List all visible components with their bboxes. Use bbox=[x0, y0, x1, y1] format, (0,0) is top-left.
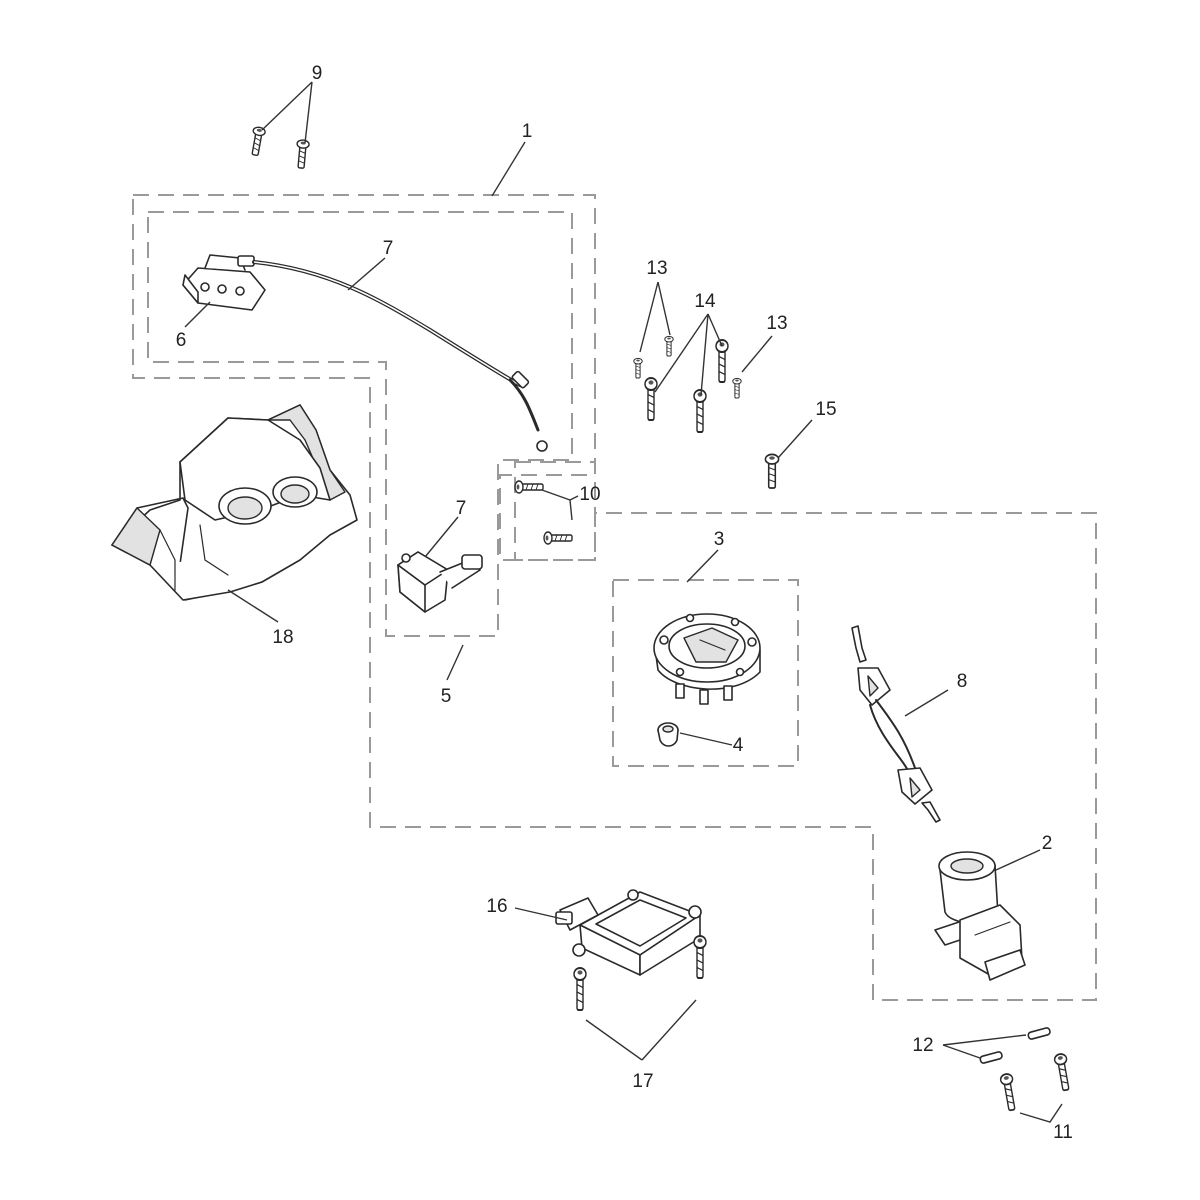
callout-15: 15 bbox=[815, 399, 836, 420]
callout-12: 12 bbox=[912, 1035, 933, 1056]
callout-16: 16 bbox=[486, 896, 507, 917]
callout-14: 14 bbox=[694, 291, 716, 312]
callout-7-actuator: 7 bbox=[456, 498, 467, 519]
callout-10: 10 bbox=[579, 484, 600, 505]
part-16-control-module bbox=[555, 889, 702, 976]
callout-7-cable: 7 bbox=[383, 238, 394, 259]
callout-11: 11 bbox=[1053, 1122, 1073, 1143]
leader-lines bbox=[184, 81, 1063, 1123]
part-8-keys bbox=[851, 625, 941, 823]
part-2-ignition-lock bbox=[934, 851, 1026, 981]
callout-4: 4 bbox=[733, 735, 744, 756]
part-18-cover bbox=[111, 404, 358, 601]
callout-6: 6 bbox=[176, 330, 187, 351]
callout-labels: 1 2 3 4 5 6 7 7 8 9 10 11 12 13 13 14 15… bbox=[176, 63, 1073, 1143]
group-10-outline bbox=[514, 461, 596, 561]
part-11-bolts bbox=[998, 1052, 1073, 1112]
part-6-latch-bracket bbox=[182, 254, 266, 311]
assembly-1-outline bbox=[132, 194, 1097, 1001]
part-12-pins bbox=[979, 1027, 1051, 1064]
callout-5: 5 bbox=[441, 686, 452, 707]
callout-9: 9 bbox=[312, 63, 323, 84]
callout-1: 1 bbox=[522, 121, 533, 142]
part-7-latch-actuator bbox=[397, 551, 483, 613]
part-14-bolts bbox=[643, 338, 730, 434]
callout-13-left: 13 bbox=[646, 258, 667, 279]
callout-18: 18 bbox=[272, 627, 293, 648]
group-7-cable-outline bbox=[147, 211, 573, 637]
group-3-outline bbox=[612, 579, 799, 767]
part-9-bolts bbox=[248, 125, 311, 170]
callout-13-right: 13 bbox=[766, 313, 787, 334]
part-7-release-cable bbox=[252, 260, 548, 452]
part-15-bolt bbox=[764, 453, 780, 489]
callout-2: 2 bbox=[1042, 833, 1053, 854]
callout-3: 3 bbox=[714, 529, 725, 550]
part-3-filler-cap bbox=[653, 613, 761, 705]
part-4-grommet bbox=[657, 722, 679, 747]
callout-8: 8 bbox=[957, 671, 968, 692]
callout-17: 17 bbox=[632, 1071, 653, 1092]
